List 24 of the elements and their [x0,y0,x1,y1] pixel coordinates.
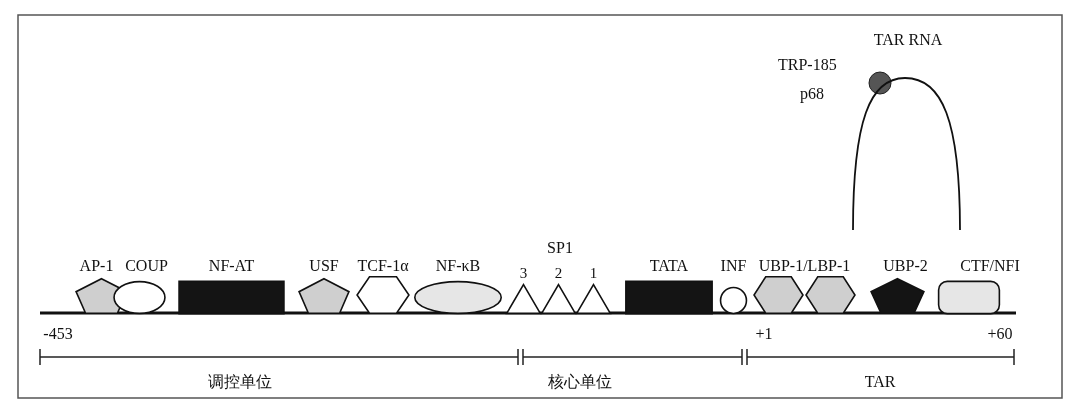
factor-label: NF-κB [435,256,481,276]
position-number: -453 [43,324,73,344]
region-label: 调控单位 [208,372,272,392]
position-number: +1 [755,324,773,344]
factor-label: TRP-185 [778,55,837,75]
region-label: TAR [864,372,896,392]
factor-label: AP-1 [79,256,114,276]
factor-label: CTF/NFI [960,256,1020,276]
factor-label: TATA [649,256,689,276]
site-number: 1 [589,264,598,283]
factor-label: TCF-1α [357,256,409,276]
factor-label: NF-AT [208,256,255,276]
factor-label: UBP-2 [883,256,928,276]
factor-label: COUP [125,256,168,276]
group-label: SP1 [547,238,573,258]
factor-label: UBP-1/LBP-1 [758,256,851,276]
factor-label: p68 [800,84,824,104]
site-number: 3 [519,264,528,283]
factor-label: USF [309,256,339,276]
region-label: 核心单位 [548,372,612,392]
position-number: +60 [987,324,1013,344]
site-number: 2 [554,264,563,283]
factor-label: INF [720,256,747,276]
structure-label: TAR RNA [873,30,943,50]
